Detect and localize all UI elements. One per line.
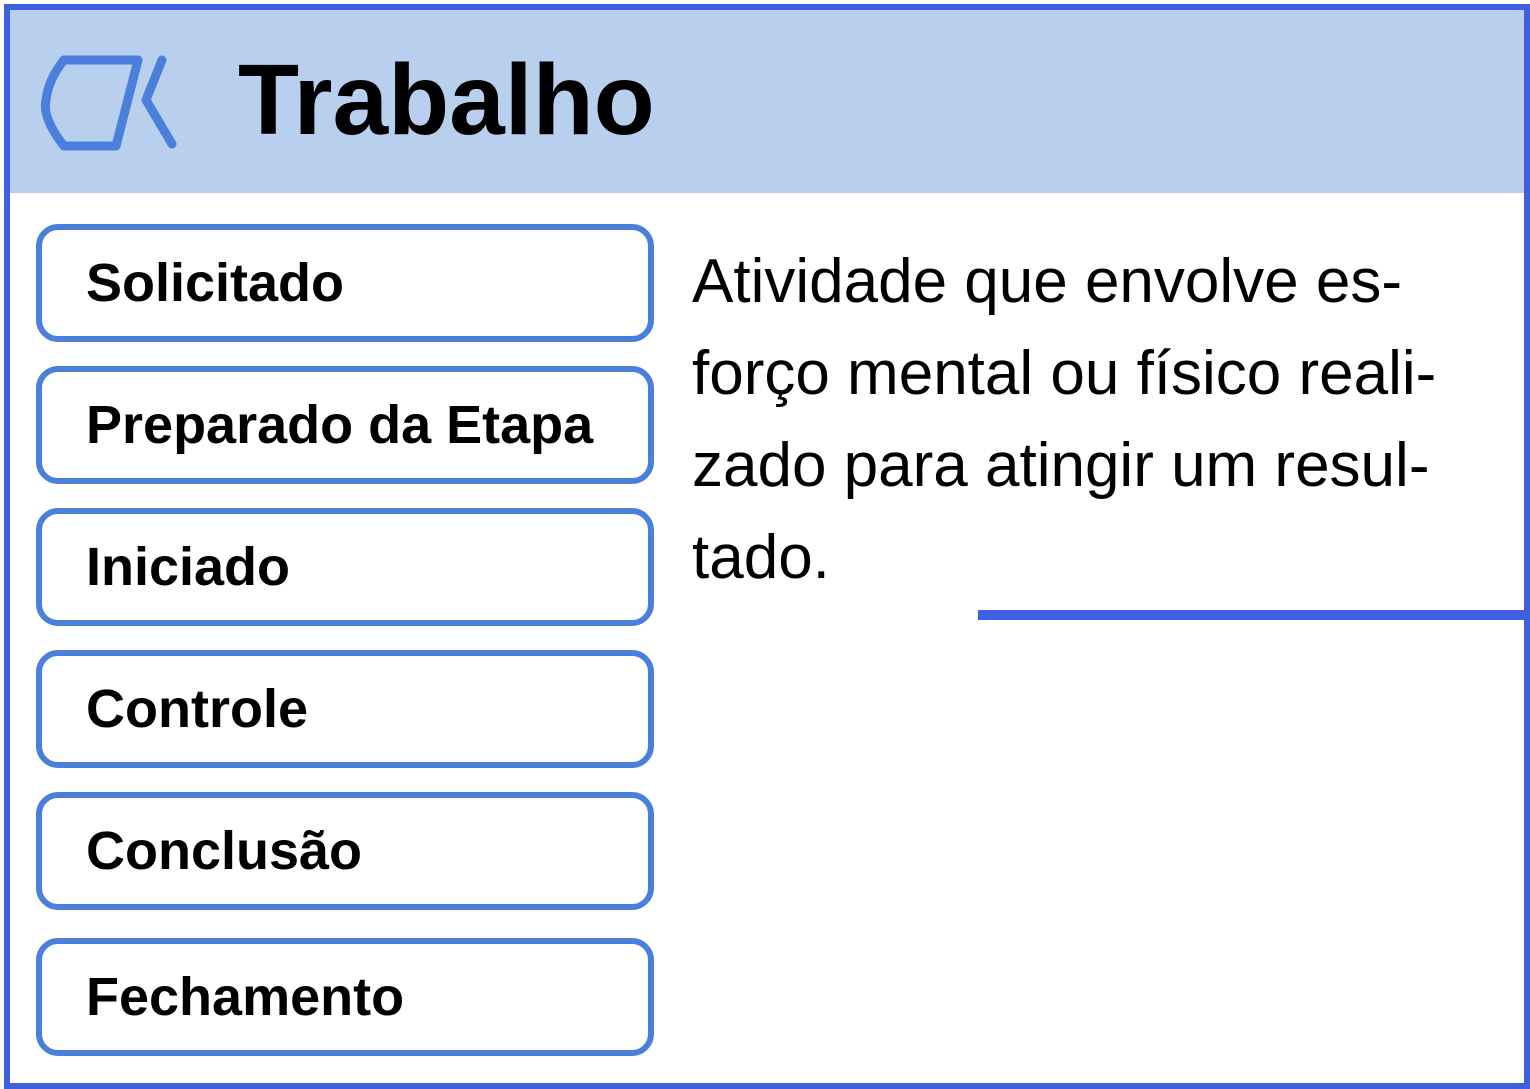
state-item-iniciado: Iniciado: [36, 508, 654, 626]
state-label: Solicitado: [86, 253, 345, 313]
state-label: Preparado da Etapa: [86, 395, 594, 455]
divider-line: [978, 610, 1524, 620]
description-line: tado.: [692, 523, 830, 592]
description-line: Atividade que envolve es-: [692, 247, 1403, 316]
card-frame: Trabalho Solicitado Preparado da Etapa I…: [4, 4, 1530, 1089]
description-text: Atividade que envolve es- forço mental o…: [692, 236, 1512, 604]
state-label: Controle: [86, 679, 308, 739]
card-header: Trabalho: [10, 10, 1524, 193]
state-label: Conclusão: [86, 821, 363, 881]
shape-icon: [40, 55, 177, 151]
state-item-preparado-da-etapa: Preparado da Etapa: [36, 366, 654, 484]
card-title: Trabalho: [238, 44, 655, 156]
description-line: forço mental ou físico reali-: [692, 339, 1437, 408]
state-item-conclusao: Conclusão: [36, 792, 654, 910]
state-item-solicitado: Solicitado: [36, 224, 654, 342]
description-line: zado para atingir um resul-: [692, 431, 1430, 500]
state-label: Iniciado: [86, 537, 291, 597]
state-item-fechamento: Fechamento: [36, 938, 654, 1056]
state-item-controle: Controle: [36, 650, 654, 768]
state-label: Fechamento: [86, 967, 405, 1027]
